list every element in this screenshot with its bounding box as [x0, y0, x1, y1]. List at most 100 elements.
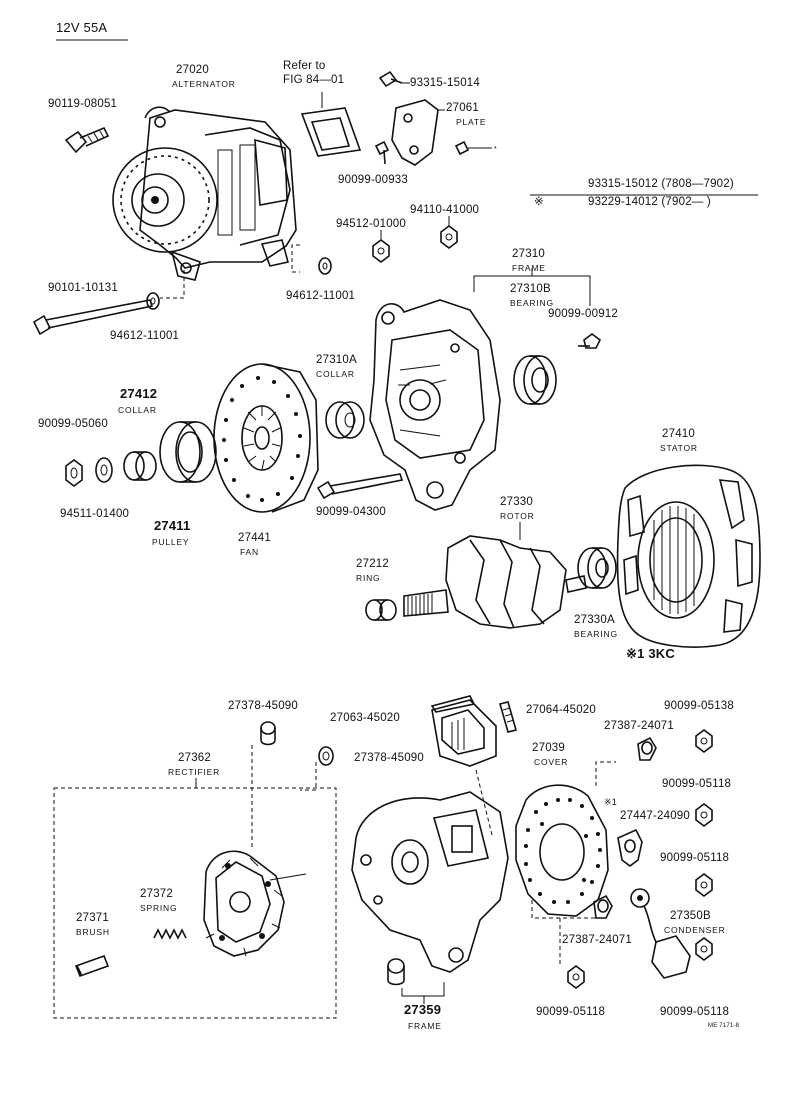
footer-code: ME 7171-8: [708, 1023, 740, 1029]
lock-washer-94511[interactable]: [95, 457, 113, 483]
part-27310A-name: COLLAR: [316, 369, 355, 379]
part-27350B-number: 27350B: [670, 910, 711, 922]
part-27378-number-b: 27378-45090: [354, 752, 424, 764]
spacer-27064[interactable]: [499, 701, 517, 733]
part-93315-number: 93315-15014: [410, 77, 480, 89]
bolt-90099-04300[interactable]: [316, 473, 404, 500]
drive-end-frame[interactable]: [369, 299, 501, 511]
washer-94612-upper[interactable]: [318, 257, 332, 275]
pulley-27411[interactable]: [159, 421, 217, 483]
part-27350B-name: CONDENSER: [664, 925, 726, 935]
bushing-27378-upper[interactable]: [260, 721, 276, 746]
leader-cover-right: [595, 761, 616, 786]
washer-94612-lower[interactable]: [146, 292, 160, 310]
condenser-27350B[interactable]: [630, 888, 691, 979]
plate-27061[interactable]: [391, 99, 439, 166]
fan-vent-holes: [222, 376, 302, 502]
rear-frame-27359[interactable]: [351, 791, 509, 973]
rectifier-kit-frame: [53, 787, 337, 1019]
part-27330-number: 27330: [500, 496, 533, 508]
nut-90099-05118-b[interactable]: [695, 873, 713, 897]
part-27371-number: 27371: [76, 912, 109, 924]
terminal-27387-lower[interactable]: [593, 894, 613, 919]
part-27310-number: 27310: [512, 248, 545, 260]
part-27310B-number: 27310B: [510, 283, 551, 295]
ring-27212[interactable]: [365, 599, 397, 621]
reference-mark-1: ※1: [604, 797, 617, 807]
part-27310A-number: 27310A: [316, 354, 357, 366]
part-27310-name: FRAME: [512, 263, 546, 273]
refer-line-2: FIG 84—01: [283, 74, 345, 86]
screw-93315[interactable]: [378, 70, 410, 88]
nut-90099-05118-a[interactable]: [695, 803, 713, 827]
refer-plate[interactable]: [300, 107, 362, 157]
part-27064-number: 27064-45020: [526, 704, 596, 716]
part-27441-name: FAN: [240, 547, 259, 557]
insulator-27447[interactable]: [617, 828, 643, 867]
brush-27371[interactable]: [74, 954, 110, 978]
nut-90099-05138[interactable]: [695, 729, 713, 753]
brush-holder-27063[interactable]: [430, 695, 497, 767]
part-27362-number: 27362: [178, 752, 211, 764]
frame-bushing-27359[interactable]: [387, 958, 405, 986]
part-27310B-name: BEARING: [510, 298, 554, 308]
part-27330A-number: 27330A: [574, 614, 615, 626]
collar-27412[interactable]: [123, 451, 157, 481]
part-90099-00933-number: 90099-00933: [338, 174, 408, 186]
nut-94512[interactable]: [372, 239, 390, 263]
leader-27378-middle: [300, 762, 317, 791]
part-27372-number: 27372: [140, 888, 173, 900]
rotor-27330[interactable]: [403, 535, 587, 629]
part-27212-number: 27212: [356, 558, 389, 570]
part-94612-number-a: 94612-11001: [110, 330, 180, 342]
part-27411-number: 27411: [154, 518, 191, 533]
part-27020-number: 27020: [176, 64, 209, 76]
screw-90099-00933[interactable]: [374, 140, 390, 165]
nut-90099-05060[interactable]: [65, 459, 83, 487]
bearing-27310B[interactable]: [513, 355, 557, 405]
part-27039-name: COVER: [534, 757, 569, 767]
part-90119-number: 90119-08051: [48, 98, 118, 110]
stator-27410[interactable]: [616, 464, 761, 648]
part-27061-name: PLATE: [456, 117, 487, 127]
part-90099-05118-number-c: 90099-05118: [536, 1006, 606, 1018]
bearing-27330A[interactable]: [577, 547, 617, 589]
part-27447-number: 27447-24090: [620, 810, 690, 822]
collar-27310A[interactable]: [325, 401, 365, 439]
part-90099-05118-number-d: 90099-05118: [660, 1006, 730, 1018]
bushing-27378-middle[interactable]: [318, 746, 334, 766]
part-90099-05118-number-b: 90099-05118: [660, 852, 730, 864]
leader-27063: [475, 769, 493, 836]
part-90099-05060-number: 90099-05060: [38, 418, 108, 430]
part-27378-number-a: 27378-45090: [228, 700, 298, 712]
screw-90099-00912[interactable]: [578, 333, 602, 349]
engine-note: ※1 3KC: [626, 646, 675, 661]
applicability-row-1: 93315-15012 (7808—7902): [588, 178, 734, 190]
part-27411-name: PULLEY: [152, 537, 190, 547]
nut-90099-05118-c[interactable]: [567, 965, 585, 989]
nut-94110[interactable]: [440, 225, 458, 249]
part-94512-number: 94512-01000: [336, 218, 406, 230]
cover-27039[interactable]: [515, 784, 609, 917]
part-27212-name: RING: [356, 573, 381, 583]
part-27359-number: 27359: [404, 1002, 442, 1017]
part-94612-number-b: 94612-11001: [286, 290, 356, 302]
spring-27372[interactable]: [153, 928, 187, 940]
part-27410-number: 27410: [662, 428, 695, 440]
leader-rectifier-plate: [269, 873, 307, 881]
bolt-90119[interactable]: [64, 126, 110, 154]
part-27020-name: ALTERNATOR: [172, 79, 236, 89]
through-bolt-90101[interactable]: [32, 299, 154, 336]
nut-90099-05118-d[interactable]: [695, 937, 713, 961]
part-90099-00912-number: 90099-00912: [548, 308, 618, 320]
part-27039-number: 27039: [532, 742, 565, 754]
screw-small-right[interactable]: *: [454, 140, 497, 156]
terminal-27387-upper[interactable]: [637, 736, 657, 761]
fan-27441[interactable]: [213, 363, 319, 513]
svg-text:*: *: [494, 146, 497, 153]
part-27412-number: 27412: [120, 386, 158, 401]
rectifier-27362[interactable]: [203, 850, 285, 957]
leader-alternator-bracket: [291, 244, 300, 273]
alternator-assembly[interactable]: [112, 106, 297, 281]
